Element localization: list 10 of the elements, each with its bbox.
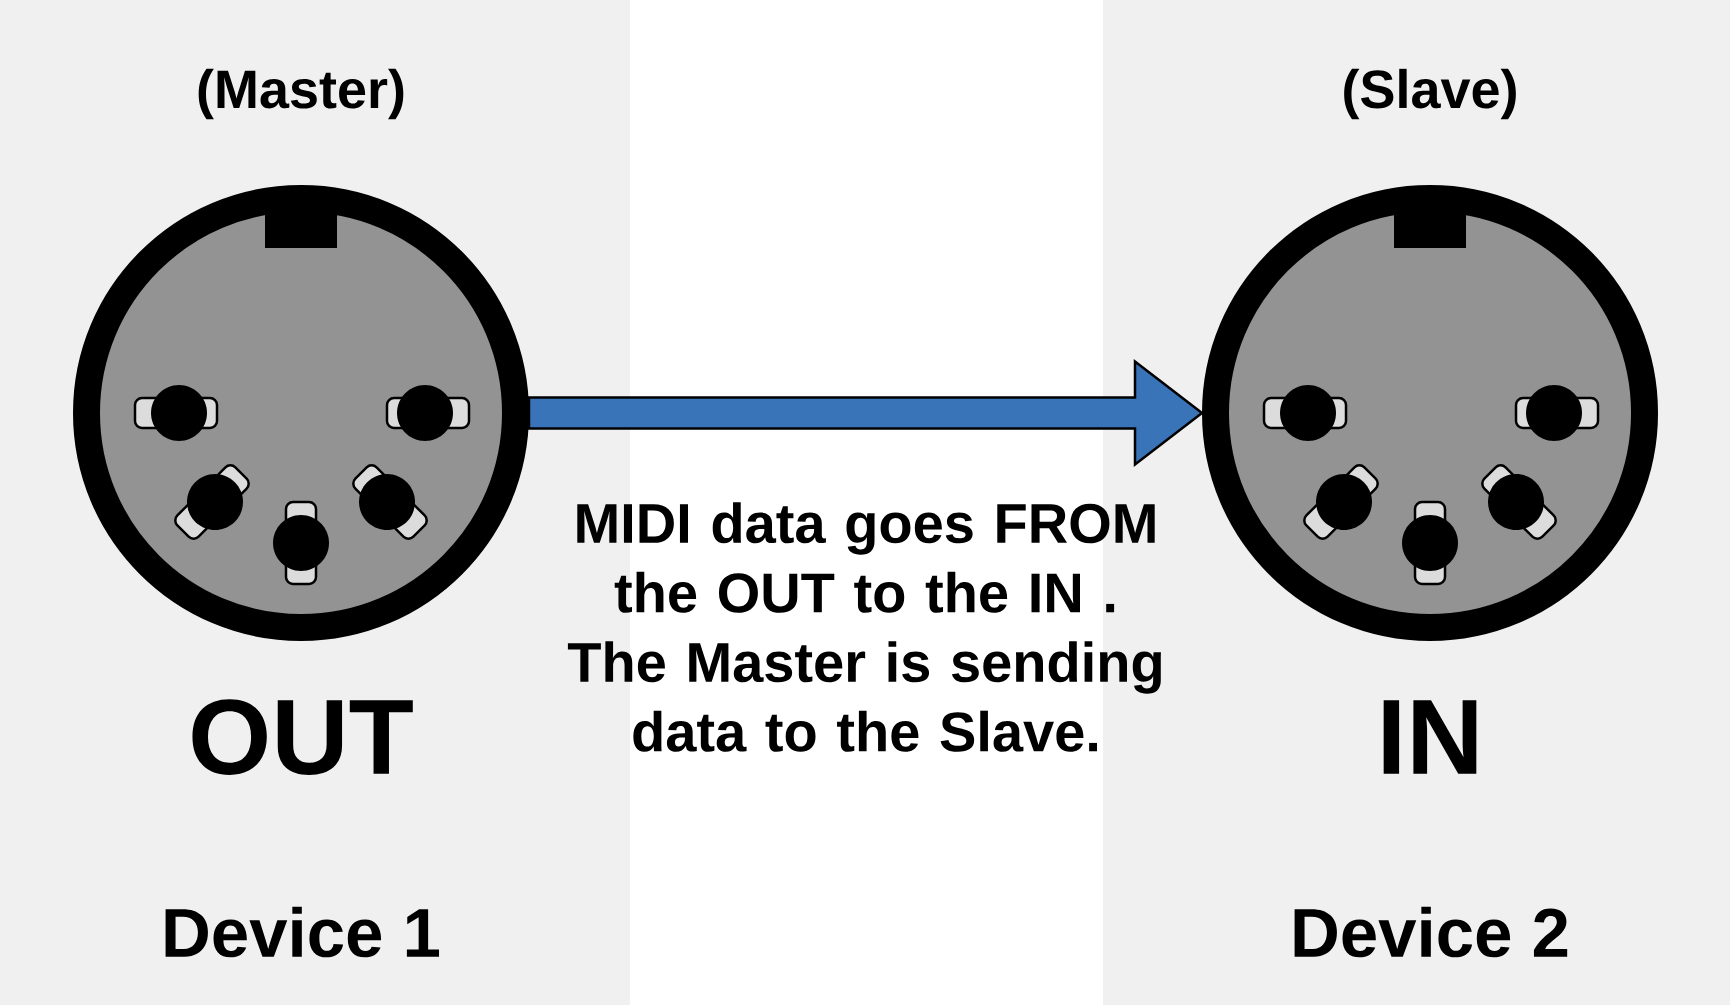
port-label: OUT [192,699,413,775]
port-label: IN [1383,700,1477,774]
din-socket-drawing [73,185,529,641]
device-label: Device 1 [165,906,439,958]
din-socket-drawing [1202,185,1658,641]
caption-text: MIDI data goes FROM the OUT to the IN . The Master is sending data to the Slave. [567,502,1161,752]
role-label: (Slave) [1344,68,1516,120]
device-label: Device 2 [1294,906,1568,958]
role-label: (Master) [198,68,404,120]
arrow [527,358,1205,468]
